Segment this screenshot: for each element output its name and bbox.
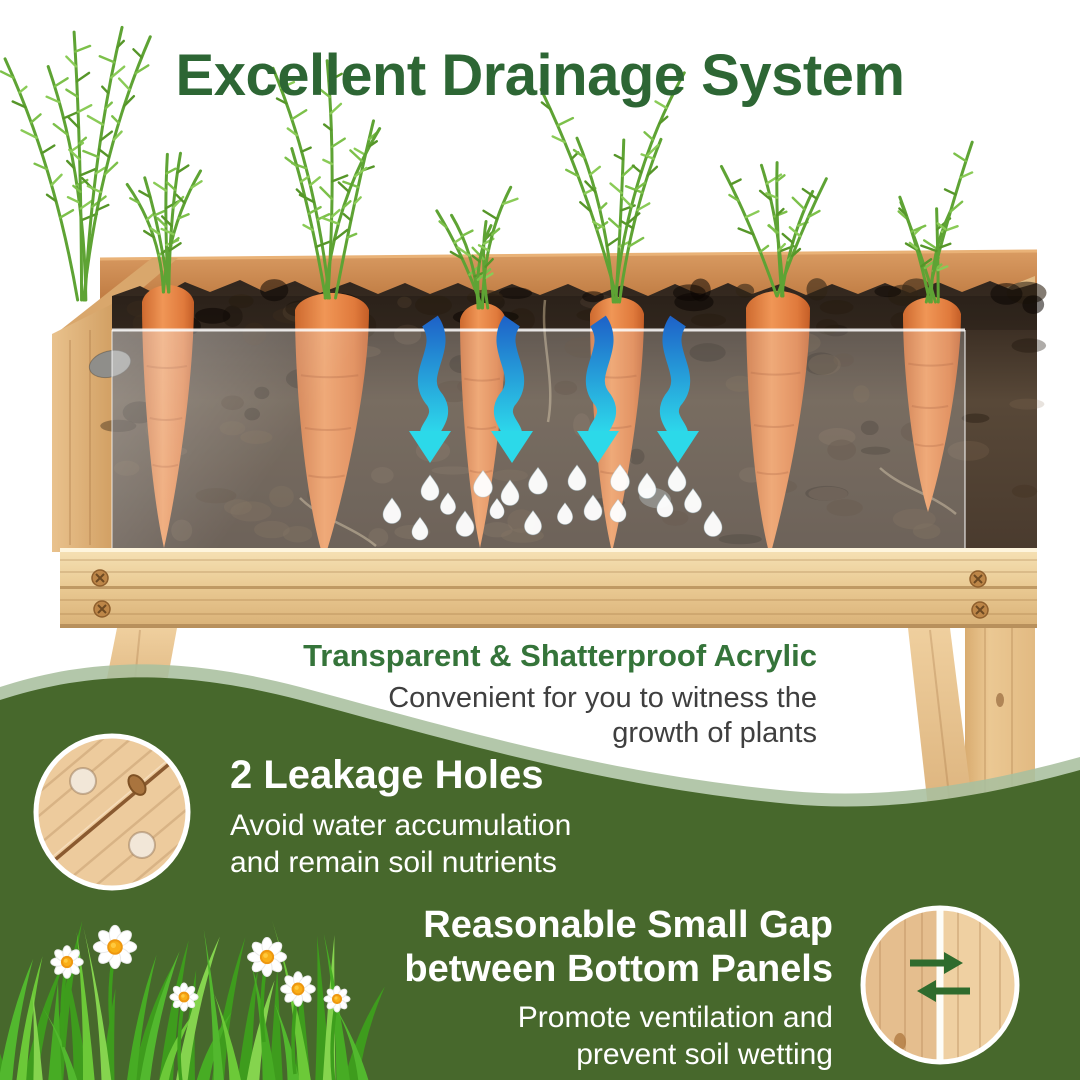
feature-acrylic: Transparent & Shatterproof Acrylic Conve… [303,638,817,752]
screw [93,600,111,618]
feature-bottom-gap: Reasonable Small Gap between Bottom Pane… [404,903,833,1073]
daisy-flower-icon [323,985,351,1080]
daisy-flower-icon [92,924,138,1033]
screw [971,601,989,619]
right-front-leg [908,628,972,808]
feature-leakage-holes: 2 Leakage Holes Avoid water accumulation… [230,753,571,881]
grass-decoration [0,920,385,1080]
daisy-flower-icon [247,937,287,1043]
daisy-flowers [50,924,351,1080]
wavy-down-arrow-icon [657,315,699,463]
left-right-arrows-icon [910,952,970,1002]
feature-acrylic-heading: Transparent & Shatterproof Acrylic [303,638,817,673]
panel-gap-inset [860,905,1020,1065]
leakage-hole [69,767,97,795]
daisy-flower-icon [50,945,84,1048]
feature-leakage-heading: 2 Leakage Holes [230,753,544,797]
feature-gap-body: Promote ventilation and prevent soil wet… [517,1000,833,1071]
wavy-down-arrow-icon [491,315,533,463]
wavy-down-arrow-icon [409,315,451,463]
front-rail [60,548,1037,628]
daisy-flower-icon [169,982,199,1080]
panel-gap [936,910,944,1060]
feature-gap-heading: Reasonable Small Gap between Bottom Pane… [404,904,833,991]
leakage-hole [128,831,156,859]
water-flow-arrows [409,315,699,463]
page-title: Excellent Drainage System [175,43,905,108]
screw [91,569,109,587]
wood-knot [127,774,147,796]
feature-leakage-body: Avoid water accumulation and remain soil… [230,809,572,879]
carrot-foliage [0,25,974,310]
wavy-down-arrow-icon [577,315,619,463]
green-band [0,677,1080,1080]
daisy-flower-icon [280,971,316,1075]
screw [969,570,987,588]
feature-acrylic-body: Convenient for you to witness the growth… [388,682,817,750]
acrylic-panel [111,328,966,548]
